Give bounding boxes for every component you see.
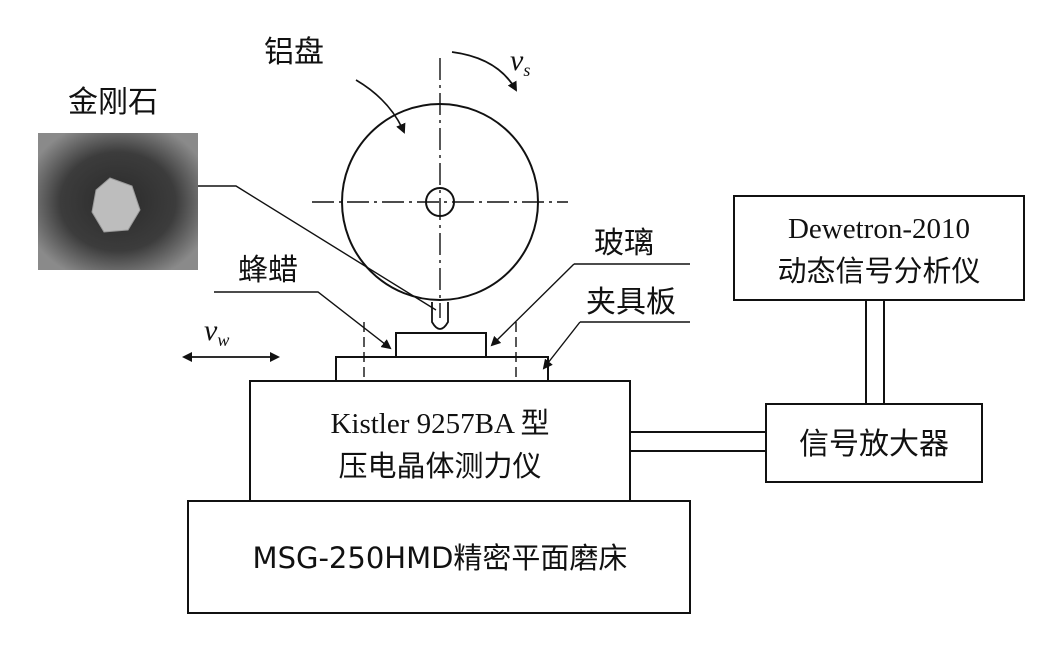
analyzer-box (733, 195, 1025, 301)
diamond-crystal-icon (91, 177, 141, 233)
dynamometer-line1: Kistler 9257BA 型 (330, 407, 549, 440)
beeswax-label: 蜂蜡 (238, 253, 298, 288)
diamond-image (38, 133, 198, 270)
glass-block (395, 332, 487, 358)
fixture-plate (335, 356, 549, 382)
aluminum-disk-label: 铝盘 (264, 35, 324, 70)
analyzer-line2: 动态信号分析仪 (777, 254, 980, 288)
vw-label: vw (204, 314, 229, 350)
fixture-plate-label: 夹具板 (586, 285, 676, 320)
glass-label: 玻璃 (594, 226, 654, 261)
vs-label-v: v (510, 44, 524, 77)
diamond-tool (431, 302, 449, 330)
vw-label-sub: w (217, 330, 229, 350)
amplifier-box (765, 403, 983, 483)
curved-arrow-icon (451, 51, 517, 92)
grinder-box (187, 500, 691, 614)
grinder-label: MSG-250HMD精密平面磨床 (253, 541, 628, 575)
vs-label: vs (510, 44, 530, 80)
dynamometer-box (249, 380, 631, 502)
diamond-label: 金刚石 (68, 85, 158, 120)
aluminum-disk (312, 58, 568, 330)
vw-label-v: v (204, 314, 218, 347)
analyzer-line1: Dewetron-2010 (788, 213, 970, 245)
vs-label-sub: s (523, 60, 530, 80)
dynamometer-line2: 压电晶体测力仪 (338, 449, 541, 483)
amplifier-label: 信号放大器 (799, 427, 949, 462)
